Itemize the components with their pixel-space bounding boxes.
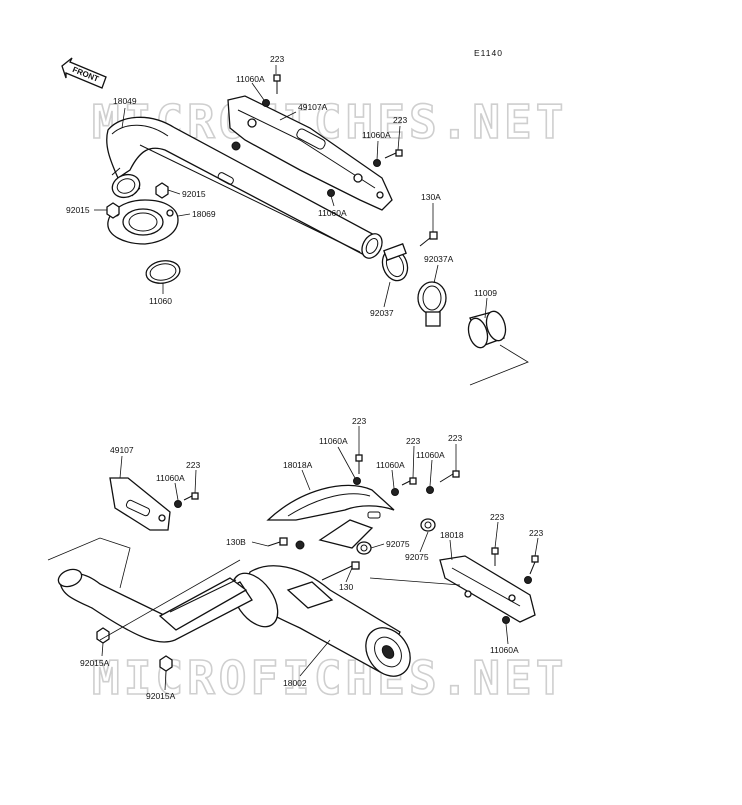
label-11060A-d: 11060A <box>319 436 348 446</box>
label-92037: 92037 <box>370 308 394 318</box>
grommet-92075-a <box>356 541 372 555</box>
label-11060A-h: 11060A <box>490 645 519 655</box>
heat-guard-49107A <box>227 95 393 211</box>
label-11060A-b: 11060A <box>362 130 391 140</box>
bolt-223-c <box>355 454 363 474</box>
label-130: 130 <box>339 582 353 592</box>
label-18069: 18069 <box>192 209 216 219</box>
upper-leader-lines <box>94 65 529 386</box>
label-92015-a: 92015 <box>66 205 90 215</box>
washer-11060A-h <box>502 616 510 624</box>
bolt-223-f <box>183 492 199 501</box>
washer-11060A-c <box>327 189 335 197</box>
heat-guard-18018 <box>439 555 536 623</box>
bolt-223-g <box>491 547 499 566</box>
collar-11009 <box>467 310 507 349</box>
label-11009: 11009 <box>474 288 497 298</box>
bolt-130 <box>321 561 360 581</box>
label-130A: 130A <box>421 192 441 202</box>
label-223-b: 223 <box>393 115 407 125</box>
label-223-e: 223 <box>448 433 462 443</box>
label-92015A-b: 92015A <box>146 691 176 701</box>
label-11060A-a: 11060A <box>236 74 265 84</box>
bolt-130A <box>419 231 438 247</box>
heat-guard-18018A <box>266 484 395 549</box>
nut-92015-a <box>106 202 120 219</box>
label-49107A: 49107A <box>298 102 328 112</box>
label-223-c: 223 <box>352 416 366 426</box>
washer-11060A-g <box>174 500 182 508</box>
front-arrow-icon: FRONT <box>61 57 107 89</box>
label-92075-b: 92075 <box>405 552 429 562</box>
clamp-92037A <box>417 281 447 327</box>
label-92075-a: 92075 <box>386 539 410 549</box>
label-92015-b: 92015 <box>182 189 206 199</box>
gasket-11060 <box>145 260 181 284</box>
bolt-223-h <box>529 555 539 575</box>
exhaust-pipe-18049 <box>106 116 383 259</box>
washer-11060A-e <box>391 488 399 496</box>
label-11060: 11060 <box>149 296 172 306</box>
label-18018A: 18018A <box>283 460 313 470</box>
flange-18069 <box>107 199 179 245</box>
nut-92015-b <box>155 182 169 199</box>
washer-11060A-b <box>373 159 381 167</box>
clamp-92037 <box>381 243 409 282</box>
label-223-g: 223 <box>490 512 504 522</box>
label-18002: 18002 <box>283 678 307 688</box>
washer-11060A-f <box>426 486 434 494</box>
label-11060A-e: 11060A <box>376 460 405 470</box>
muffler-18002 <box>231 565 411 677</box>
mid-pipe <box>57 568 253 643</box>
label-18018: 18018 <box>440 530 464 540</box>
label-223-f: 223 <box>186 460 200 470</box>
label-49107: 49107 <box>110 445 134 455</box>
lower-part-labels: 223 11060A 223 223 18018A 11060A 11060A … <box>80 416 543 701</box>
label-11060A-c: 11060A <box>318 208 347 218</box>
washer-11060A-d <box>353 477 361 485</box>
washer-11060A-a <box>262 99 270 107</box>
grommet-92075-b <box>420 518 436 532</box>
bolt-223-b <box>384 149 403 159</box>
nut-92015A-a <box>96 627 110 644</box>
label-223-d: 223 <box>406 436 420 446</box>
washer-large <box>231 141 241 151</box>
label-223-h: 223 <box>529 528 543 538</box>
upper-part-labels: 223 11060A 18049 49107A 11060A 223 92015… <box>66 54 497 318</box>
label-130B: 130B <box>226 537 246 547</box>
label-92037A: 92037A <box>424 254 454 264</box>
bolt-223-a <box>273 74 281 94</box>
label-18049: 18049 <box>113 96 137 106</box>
bolt-130B <box>267 537 288 547</box>
diagram-code: E1140 <box>474 48 503 58</box>
bolt-223-d <box>401 477 417 486</box>
heat-guard-49107 <box>109 477 171 531</box>
washer-130B <box>295 540 305 550</box>
label-223-a: 223 <box>270 54 284 64</box>
label-11060A-g: 11060A <box>156 473 185 483</box>
bolt-223-e <box>439 470 460 483</box>
label-11060A-f: 11060A <box>416 450 445 460</box>
washer-223-h <box>524 576 532 584</box>
nut-92015A-b <box>159 655 173 672</box>
label-92015A-a: 92015A <box>80 658 110 668</box>
lower-leader-lines <box>47 426 539 691</box>
